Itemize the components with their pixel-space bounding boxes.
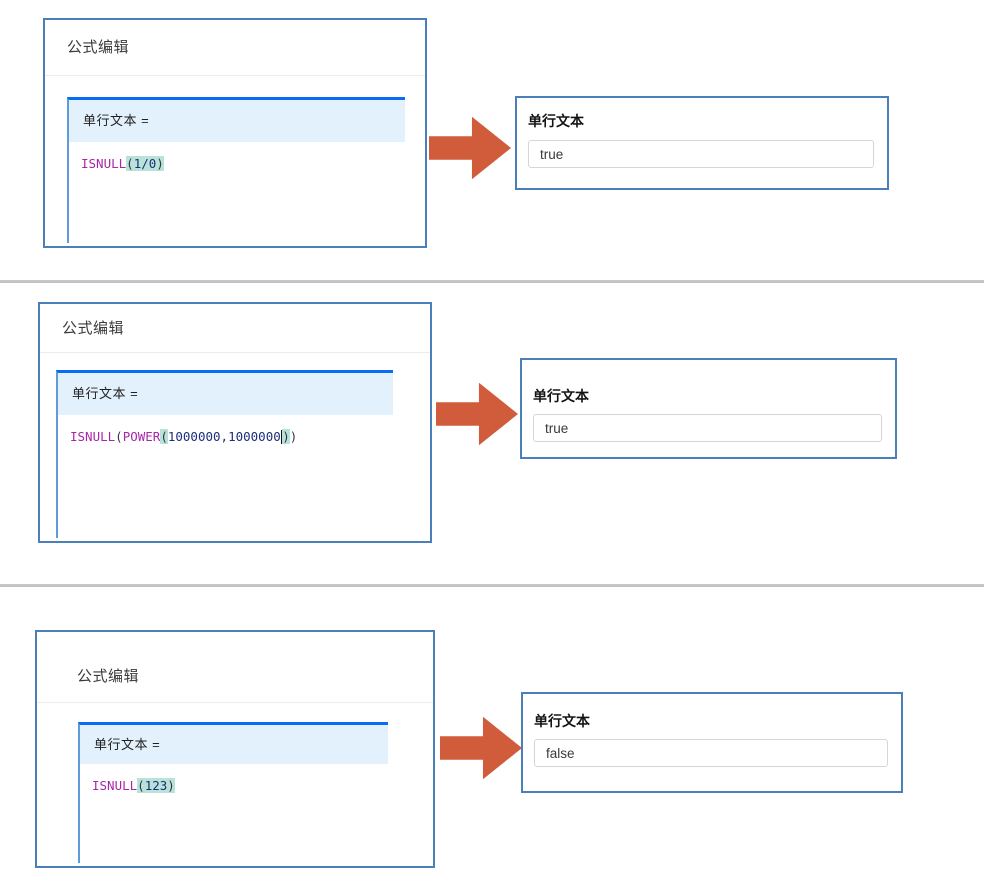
formula-editor-panel: 公式编辑 单行文本 = ISNULL(POWER(1000000,1000000… [38,302,432,543]
formula-code-input[interactable]: ISNULL(1/0) [81,156,164,171]
divider [40,352,430,353]
panel-title: 公式编辑 [62,320,125,337]
formula-target-field-label: 单行文本 = [58,373,393,415]
formula-editor[interactable]: 单行文本 = ISNULL(POWER(1000000,1000000)) [56,370,393,538]
result-field-label: 单行文本 [528,113,584,129]
formula-editor[interactable]: 单行文本 = ISNULL(123) [78,722,388,863]
result-value-input[interactable] [528,140,874,168]
arrow-right-icon [440,716,522,780]
divider [45,75,425,76]
arrow-right-icon [429,116,511,180]
result-field-label: 单行文本 [534,713,590,729]
result-panel: 单行文本 [521,692,903,793]
result-value-input[interactable] [533,414,882,442]
panel-title: 公式编辑 [77,668,140,685]
arrow-right-icon [436,382,518,446]
divider [37,702,433,703]
formula-code-input[interactable]: ISNULL(123) [92,778,175,793]
result-field-label: 单行文本 [533,388,589,404]
section-separator [0,584,984,587]
formula-target-field-label: 单行文本 = [69,100,405,142]
formula-target-field-label: 单行文本 = [80,725,388,764]
result-panel: 单行文本 [520,358,897,459]
section-separator [0,280,984,283]
formula-editor[interactable]: 单行文本 = ISNULL(1/0) [67,97,405,243]
formula-code-input[interactable]: ISNULL(POWER(1000000,1000000)) [70,429,298,444]
panel-title: 公式编辑 [67,39,130,56]
result-panel: 单行文本 [515,96,889,190]
result-value-input[interactable] [534,739,888,767]
formula-editor-panel: 公式编辑 单行文本 = ISNULL(123) [35,630,435,868]
formula-editor-panel: 公式编辑 单行文本 = ISNULL(1/0) [43,18,427,248]
